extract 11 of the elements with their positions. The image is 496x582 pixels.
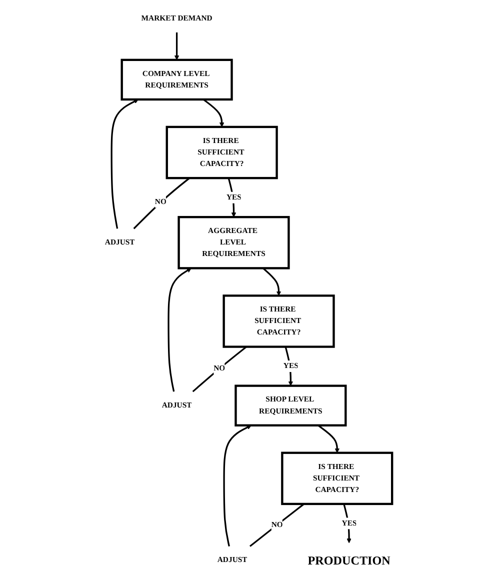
connector	[192, 346, 248, 392]
arrow	[224, 425, 252, 546]
node-text: PRODUCTION	[308, 553, 391, 568]
arrow	[174, 32, 180, 60]
arrow	[168, 268, 192, 392]
arrow	[111, 99, 139, 229]
arrow	[318, 424, 340, 454]
connector	[134, 177, 190, 230]
arrow	[203, 98, 225, 128]
connector	[250, 503, 305, 547]
arrow	[262, 268, 282, 296]
